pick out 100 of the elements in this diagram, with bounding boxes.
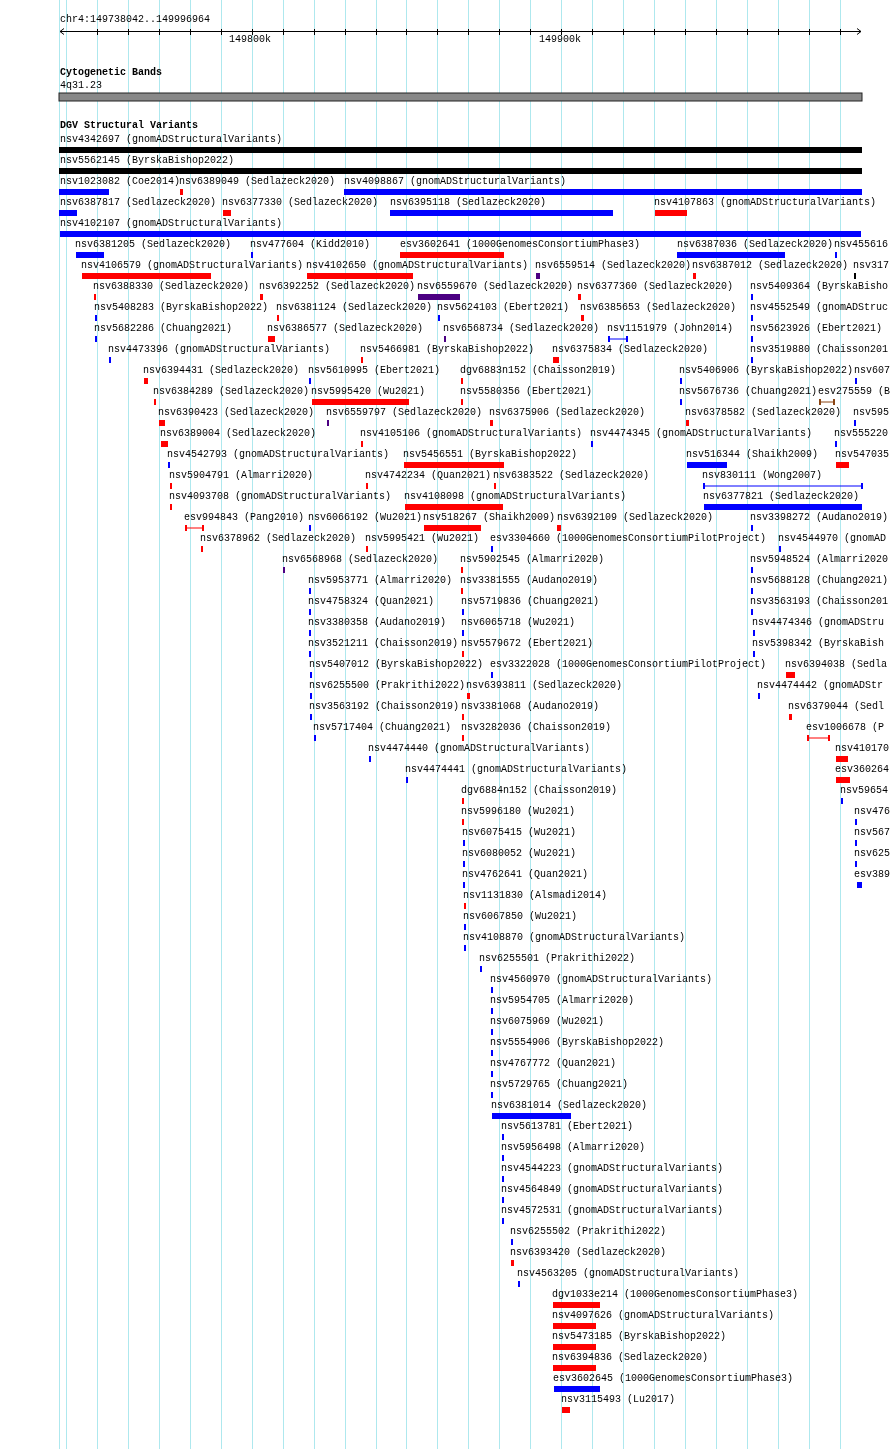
variant-label: nsv5613781 (Ebert2021)	[501, 1121, 634, 1133]
variant-label: nsv1151979 (John2014)	[607, 323, 734, 335]
variant-label: nsv3115493 (Lu2017)	[561, 1394, 676, 1406]
tick-label: 149900k	[539, 34, 581, 46]
variant-label: nsv4107863 (gnomADStructuralVariants)	[654, 197, 877, 209]
variant-label: nsv3381555 (Audano2019)	[460, 575, 599, 587]
variant-label: nsv476	[854, 806, 890, 818]
variant-label: nsv6075969 (Wu2021)	[490, 1016, 605, 1028]
variant-label: nsv5954705 (Almarri2020)	[490, 995, 635, 1007]
variant-label: nsv6393811 (Sedlazeck2020)	[466, 680, 623, 692]
variant-label: nsv5729765 (Chuang2021)	[490, 1079, 629, 1091]
variant-label: nsv3282036 (Chaisson2019)	[461, 722, 612, 734]
variant-label: nsv5562145 (ByrskaBishop2022)	[60, 155, 235, 167]
variant-label: nsv5719836 (Chuang2021)	[461, 596, 600, 608]
variant-label: nsv3563192 (Chaisson2019)	[309, 701, 460, 713]
variant-label: nsv6394431 (Sedlazeck2020)	[143, 365, 300, 377]
variant-label: esv360264	[835, 764, 889, 776]
variant-label: nsv5956498 (Almarri2020)	[501, 1142, 646, 1154]
variant-label: nsv6392109 (Sedlazeck2020)	[557, 512, 714, 524]
variant-label: nsv4762641 (Quan2021)	[462, 869, 589, 881]
variant-label: nsv6386577 (Sedlazeck2020)	[267, 323, 424, 335]
variant-label: nsv5995421 (Wu2021)	[365, 533, 480, 545]
variant-label: nsv5398342 (ByrskaBish	[752, 638, 885, 650]
variant-label: nsv4093708 (gnomADStructuralVariants)	[169, 491, 392, 503]
variant-label: nsv6379044 (Sedl	[788, 701, 884, 713]
variant-label: nsv6381014 (Sedlazeck2020)	[491, 1100, 648, 1112]
variant-label: nsv5456551 (ByrskaBishop2022)	[403, 449, 578, 461]
variant-label: nsv4098867 (gnomADStructuralVariants)	[344, 176, 567, 188]
variant-label: nsv625	[854, 848, 890, 860]
variant-label: nsv6387012 (Sedlazeck2020)	[692, 260, 849, 272]
variant-label: nsv6389004 (Sedlazeck2020)	[160, 428, 317, 440]
variant-label: nsv5580356 (Ebert2021)	[460, 386, 593, 398]
variant-label: nsv547035	[835, 449, 889, 461]
variant-label: nsv6255501 (Prakrithi2022)	[479, 953, 636, 965]
variant-label: nsv3381068 (Audano2019)	[461, 701, 600, 713]
variant-label: nsv6375906 (Sedlazeck2020)	[489, 407, 646, 419]
variant-label: nsv4474346 (gnomADStru	[752, 617, 885, 629]
variant-label: dgv1033e214 (1000GenomesConsortiumPhase3)	[552, 1289, 799, 1301]
band-label: 4q31.23	[60, 80, 102, 92]
variant-label: nsv6394038 (Sedla	[785, 659, 888, 671]
variant-label: nsv6080052 (Wu2021)	[462, 848, 577, 860]
variant-label: nsv5407012 (ByrskaBishop2022)	[309, 659, 484, 671]
variant-label: esv1006678 (P	[806, 722, 884, 734]
variant-label: nsv4102650 (gnomADStructuralVariants)	[306, 260, 529, 272]
variant-label: esv275559 (B	[818, 386, 890, 398]
variant-label: nsv518267 (Shaikh2009)	[423, 512, 556, 524]
variant-label: nsv410170	[835, 743, 889, 755]
variant-label: esv3602641 (1000GenomesConsortiumPhase3)	[400, 239, 641, 251]
variant-label: esv994843 (Pang2010)	[184, 512, 305, 524]
variant-label: nsv6378582 (Sedlazeck2020)	[685, 407, 842, 419]
variant-label: nsv5902545 (Almarri2020)	[460, 554, 605, 566]
variant-label: nsv5406906 (ByrskaBishop2022)	[679, 365, 854, 377]
variant-label: nsv5996180 (Wu2021)	[461, 806, 576, 818]
variant-label: nsv317	[853, 260, 889, 272]
variant-label: nsv1023082 (Coe2014)	[60, 176, 181, 188]
variant-label: nsv5623926 (Ebert2021)	[750, 323, 883, 335]
variant-label: esv3602645 (1000GenomesConsortiumPhase3)	[553, 1373, 794, 1385]
variant-label: nsv4474440 (gnomADStructuralVariants)	[368, 743, 591, 755]
variant-label: nsv6394836 (Sedlazeck2020)	[552, 1352, 709, 1364]
variant-label: esv389	[854, 869, 890, 881]
variant-label: nsv4108098 (gnomADStructuralVariants)	[404, 491, 627, 503]
variant-label: nsv5676736 (Chuang2021)	[679, 386, 818, 398]
variant-label: nsv4742234 (Quan2021)	[365, 470, 492, 482]
variant-label: nsv4560970 (gnomADStructuralVariants)	[490, 974, 713, 986]
variant-label: nsv4474442 (gnomADStr	[757, 680, 884, 692]
variant-label: nsv4564849 (gnomADStructuralVariants)	[501, 1184, 724, 1196]
variant-label: nsv830111 (Wong2007)	[702, 470, 823, 482]
variant-label: dgv6883n152 (Chaisson2019)	[460, 365, 617, 377]
variant-label: nsv6075415 (Wu2021)	[462, 827, 577, 839]
variant-label: nsv5688128 (Chuang2021)	[750, 575, 889, 587]
variant-label: nsv5408283 (ByrskaBishop2022)	[94, 302, 269, 314]
variant-label: nsv6383522 (Sedlazeck2020)	[493, 470, 650, 482]
variant-label: nsv5579672 (Ebert2021)	[461, 638, 594, 650]
variant-label: nsv5610995 (Ebert2021)	[308, 365, 441, 377]
variant-label: nsv6559670 (Sedlazeck2020)	[417, 281, 574, 293]
variant-label: nsv4544970 (gnomAD	[778, 533, 887, 545]
variant-label: nsv6381124 (Sedlazeck2020)	[276, 302, 433, 314]
variant-label: nsv5466981 (ByrskaBishop2022)	[360, 344, 535, 356]
variant-label: nsv6066192 (Wu2021)	[308, 512, 423, 524]
variant-label: nsv6067850 (Wu2021)	[463, 911, 578, 923]
variant-label: nsv3380358 (Audano2019)	[308, 617, 447, 629]
variant-label: nsv4106579 (gnomADStructuralVariants)	[81, 260, 304, 272]
variant-label: nsv3519880 (Chaisson201	[750, 344, 889, 356]
variant-label: nsv6388330 (Sedlazeck2020)	[93, 281, 250, 293]
variant-label: nsv6392252 (Sedlazeck2020)	[259, 281, 416, 293]
variant-label: nsv6381205 (Sedlazeck2020)	[75, 239, 232, 251]
variant-label: nsv567	[854, 827, 890, 839]
variant-label: dgv6884n152 (Chaisson2019)	[461, 785, 618, 797]
variant-label: nsv6378962 (Sedlazeck2020)	[200, 533, 357, 545]
variant-label: nsv4102107 (gnomADStructuralVariants)	[60, 218, 283, 230]
variant-label: nsv5995420 (Wu2021)	[311, 386, 426, 398]
variant-label: nsv4767772 (Quan2021)	[490, 1058, 617, 1070]
variant-label: nsv3521211 (Chaisson2019)	[308, 638, 459, 650]
variant-label: nsv5554906 (ByrskaBishop2022)	[490, 1037, 665, 1049]
variant-label: nsv4342697 (gnomADStructuralVariants)	[60, 134, 283, 146]
variant-label: nsv5717404 (Chuang2021)	[313, 722, 452, 734]
variant-label: nsv4105106 (gnomADStructuralVariants)	[360, 428, 583, 440]
variant-label: nsv477604 (Kidd2010)	[250, 239, 371, 251]
variant-label: nsv6255502 (Prakrithi2022)	[510, 1226, 667, 1238]
variant-label: nsv4563205 (gnomADStructuralVariants)	[517, 1268, 740, 1280]
